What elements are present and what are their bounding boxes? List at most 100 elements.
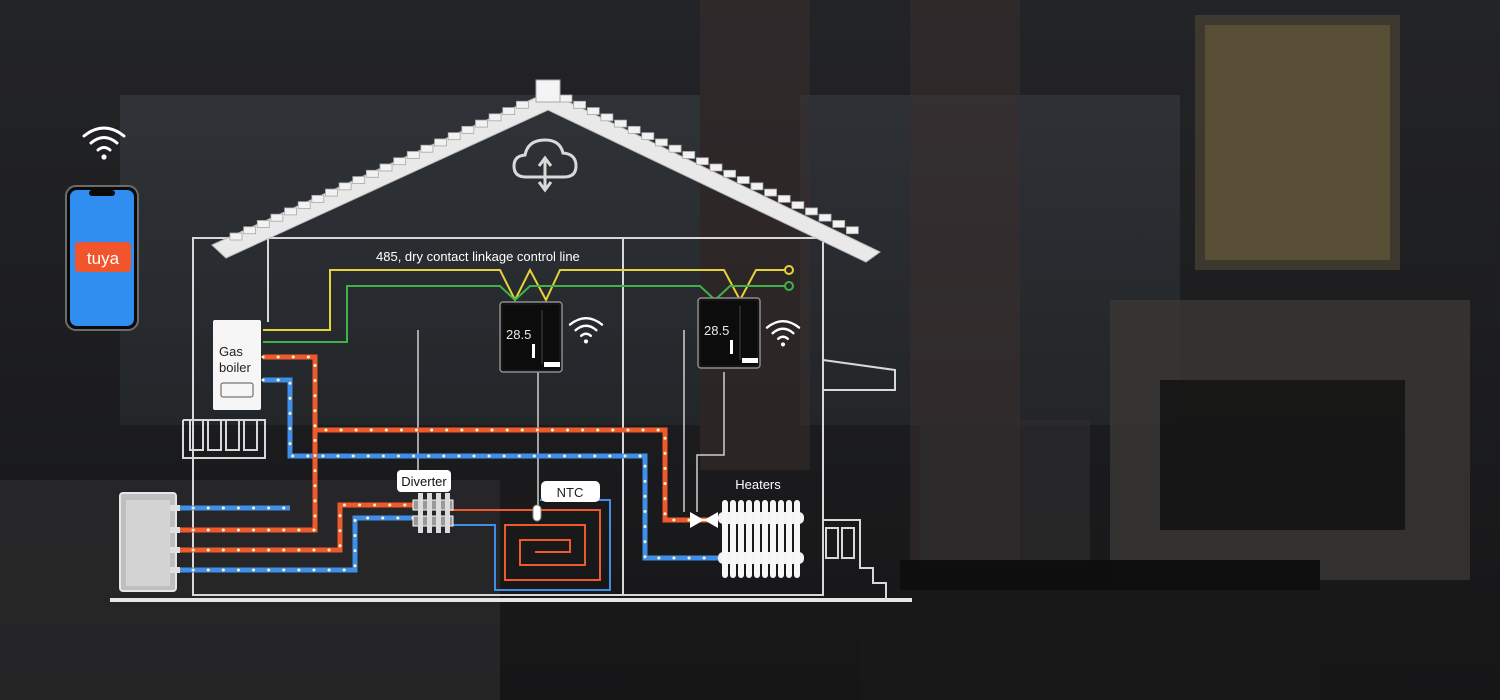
tank-port <box>170 547 180 553</box>
hot-pipe-tank-upper-line <box>178 430 318 533</box>
roof-shingle-left <box>284 207 297 216</box>
thermostat-1-status-strip <box>544 362 560 367</box>
signal-line-green <box>263 285 786 343</box>
thermostat-1-wifi-icon-dot <box>583 339 589 344</box>
house-annex-steps <box>822 390 887 600</box>
gas-boiler-label-line1: Gas <box>219 344 243 359</box>
roof-ridge-cap <box>535 79 561 103</box>
ntc-label-box <box>541 481 600 502</box>
roof-shingle-left <box>406 151 420 159</box>
tank-inner <box>126 500 170 586</box>
roof-shingle-right <box>668 144 682 153</box>
tuya-logo-text: tuya <box>87 249 120 268</box>
phone-wifi-icon <box>82 126 126 160</box>
ntc-label: NTC <box>557 485 584 500</box>
radiator-fin <box>738 500 744 578</box>
roof-shingle-left <box>297 201 311 210</box>
roof-shingle-right <box>805 207 818 216</box>
radiator-valve-right <box>704 512 718 528</box>
smartphone: tuya <box>65 185 139 331</box>
thermostat-1-wifi-icon-arc-mid <box>574 324 598 332</box>
tuya-logo-badge <box>75 242 131 272</box>
roof-shingle-right <box>627 125 641 134</box>
radiator-fin <box>770 500 776 578</box>
diverter-label: Diverter <box>401 474 447 489</box>
roof-shingle-right <box>655 138 668 147</box>
thermostat-2-temperature: 28.5 <box>704 323 729 338</box>
hot-pipe-tank-diverter <box>176 502 417 553</box>
thermostat-2-wifi-icon-dot <box>780 342 786 347</box>
roof-shingle-right <box>750 182 764 191</box>
roof-shingle-right <box>600 113 614 122</box>
radiator-fin <box>778 500 784 578</box>
underfloor-loop-hot <box>450 509 601 581</box>
thermostat-1-wifi-icon-arc-inner <box>579 332 593 338</box>
wire-thermostat2-valve <box>696 372 725 512</box>
roof-shingle-left <box>256 220 270 228</box>
roof-shingle-left <box>311 194 325 203</box>
roof-shingle-right <box>682 151 696 159</box>
hot-pipe-tank-upper <box>176 428 318 533</box>
gas-boiler-label-line2: boiler <box>219 360 251 375</box>
hot-pipe-tank-upper-flow-dots <box>176 428 317 532</box>
roof-shingle-left <box>270 213 284 222</box>
cloud-shape <box>512 138 578 179</box>
roof-shingle-right <box>559 94 573 103</box>
diverter-label-box <box>397 470 451 492</box>
roof-shingle-right <box>573 100 587 109</box>
roof-shingle-right <box>641 132 655 141</box>
annex-window-right <box>841 527 855 559</box>
roof-shingle-right <box>723 169 737 178</box>
roof-shingle-left <box>379 163 393 172</box>
phone-notch <box>89 190 115 196</box>
roof-shingle-right <box>818 213 832 222</box>
boiler-cabinet-door <box>225 419 240 451</box>
manifold-valve <box>436 493 441 533</box>
boiler-cabinet-door <box>207 419 222 451</box>
control-line-label: 485, dry contact linkage control line <box>376 249 580 264</box>
house-roof <box>211 79 881 263</box>
cold-pipe-tank-diverter-line <box>178 515 415 573</box>
radiator-valve-left <box>690 512 704 528</box>
roof-shingle-left <box>365 169 379 178</box>
roof-shingle-right <box>736 176 750 184</box>
thermostat-2-wifi-icon <box>765 320 801 347</box>
roof-shingle-left <box>393 157 407 166</box>
boiler-cabinet-door <box>189 419 204 451</box>
radiator-fin <box>786 500 792 578</box>
roof-shingle-right <box>777 194 791 203</box>
roof-shingle-left <box>420 144 434 153</box>
roof-shingle-left <box>461 125 475 134</box>
cloud-arrow-down <box>537 181 553 193</box>
roof-shingle-left <box>325 188 338 197</box>
tank-port <box>170 567 180 573</box>
cold-pipe-tank-diverter-flow-dots <box>176 516 417 572</box>
tank-port <box>170 505 180 511</box>
phone-wifi-icon-arc-mid <box>89 136 119 145</box>
gas-boiler-body <box>213 320 261 410</box>
roof-shingle-right <box>709 163 723 172</box>
phone-wifi-icon-arc-outer <box>82 126 126 138</box>
phone-wifi-icon-dot <box>101 154 107 160</box>
gas-boiler-panel <box>220 382 254 398</box>
roof-shingle-left <box>229 232 243 241</box>
roof-shingle-right <box>586 107 600 115</box>
house-annex-roof <box>822 359 896 391</box>
roof-shingle-right <box>845 226 859 235</box>
thermostat-2-screen <box>701 301 757 365</box>
radiator <box>690 500 804 578</box>
thermostat-1-temperature: 28.5 <box>506 327 531 342</box>
radiator-fin <box>722 500 728 578</box>
radiator-fin <box>754 500 760 578</box>
hot-pipe-tank-diverter-line <box>178 502 415 553</box>
thermostat-1-level-bar <box>532 344 535 358</box>
roof-shingle-right <box>791 201 805 210</box>
thermostat-2-status-strip <box>742 358 758 363</box>
ntc-probe <box>532 504 542 522</box>
diverter-manifold <box>412 493 454 533</box>
thermostat-1-wifi-icon <box>568 317 604 344</box>
phone-wifi-icon-arc-inner <box>96 146 112 152</box>
boiler-cabinet-outline <box>182 419 266 459</box>
